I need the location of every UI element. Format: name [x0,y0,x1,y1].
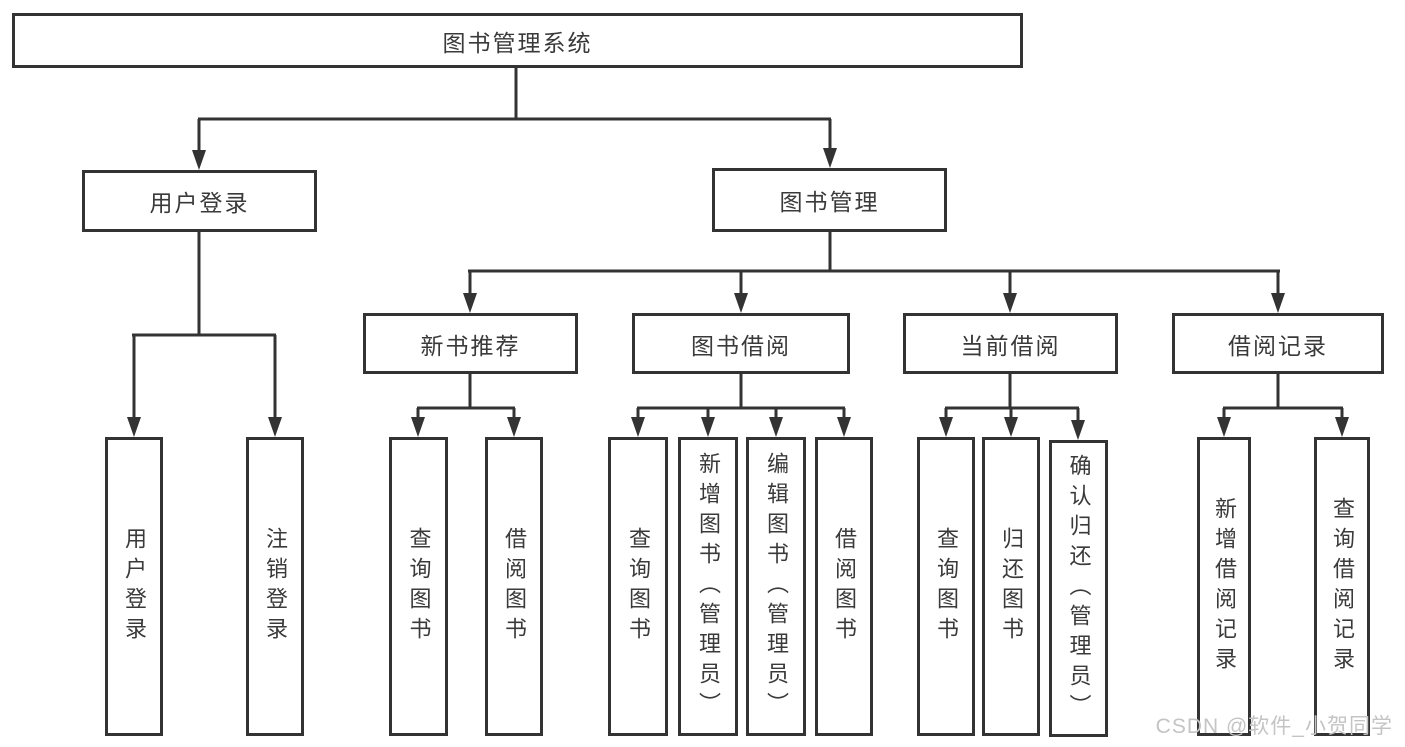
node-new-book-recommend: 新书推荐 [363,313,578,374]
leaf-query-books-recommend-label: 查询图书 [406,526,432,647]
leaf-borrow-books-recommend-label: 借阅图书 [502,526,527,647]
node-book-management: 图书管理 [712,168,947,232]
leaf-borrow-books-recommend: 借阅图书 [485,437,543,736]
leaf-borrow-books-label: 借阅图书 [832,526,857,647]
leaf-logout-label: 注销登录 [263,526,288,647]
node-current-borrow: 当前借阅 [903,313,1118,374]
leaf-query-books-borrow-label: 查询图书 [626,526,651,647]
leaf-query-borrow-record: 查询借阅记录 [1314,437,1370,736]
leaf-query-books-current: 查询图书 [917,437,975,736]
leaf-confirm-return-admin-label: 确认归还（管理员） [1066,453,1092,724]
leaf-query-books-borrow: 查询图书 [608,437,668,736]
node-current-borrow-label: 当前借阅 [960,332,1061,359]
leaf-query-books-recommend: 查询图书 [389,437,448,736]
leaf-logout: 注销登录 [246,437,304,736]
leaf-edit-book-admin: 编辑图书（管理员） [746,437,806,736]
node-book-management-label: 图书管理 [779,189,880,215]
leaf-add-borrow-record: 新增借阅记录 [1197,437,1251,736]
leaf-return-books-label: 归还图书 [999,526,1024,647]
leaf-user-login-label: 用户登录 [122,526,147,647]
node-borrow-records: 借阅记录 [1172,313,1384,374]
leaf-query-borrow-record-label: 查询借阅记录 [1330,496,1355,677]
leaf-confirm-return-admin: 确认归还（管理员） [1049,440,1108,737]
node-book-borrow-label: 图书借阅 [691,332,791,359]
leaf-add-book-admin-label: 新增图书（管理员） [696,451,721,722]
leaf-edit-book-admin-label: 编辑图书（管理员） [764,451,789,722]
node-user-login-branch-label: 用户登录 [149,190,250,216]
leaf-user-login: 用户登录 [105,437,163,736]
node-book-borrow: 图书借阅 [632,313,850,374]
node-borrow-records-label: 借阅记录 [1228,332,1328,359]
csdn-watermark: CSDN @软件_小贺同学 [1155,715,1393,738]
leaf-borrow-books: 借阅图书 [815,437,873,736]
node-library-system: 图书管理系统 [12,13,1023,68]
node-library-system-label: 图书管理系统 [442,29,593,56]
leaf-query-books-current-label: 查询图书 [934,526,959,647]
node-user-login-branch: 用户登录 [82,170,317,232]
node-new-book-recommend-label: 新书推荐 [420,332,521,359]
leaf-add-book-admin: 新增图书（管理员） [678,437,738,736]
leaf-return-books: 归还图书 [982,437,1040,736]
leaf-add-borrow-record-label: 新增借阅记录 [1212,496,1237,677]
